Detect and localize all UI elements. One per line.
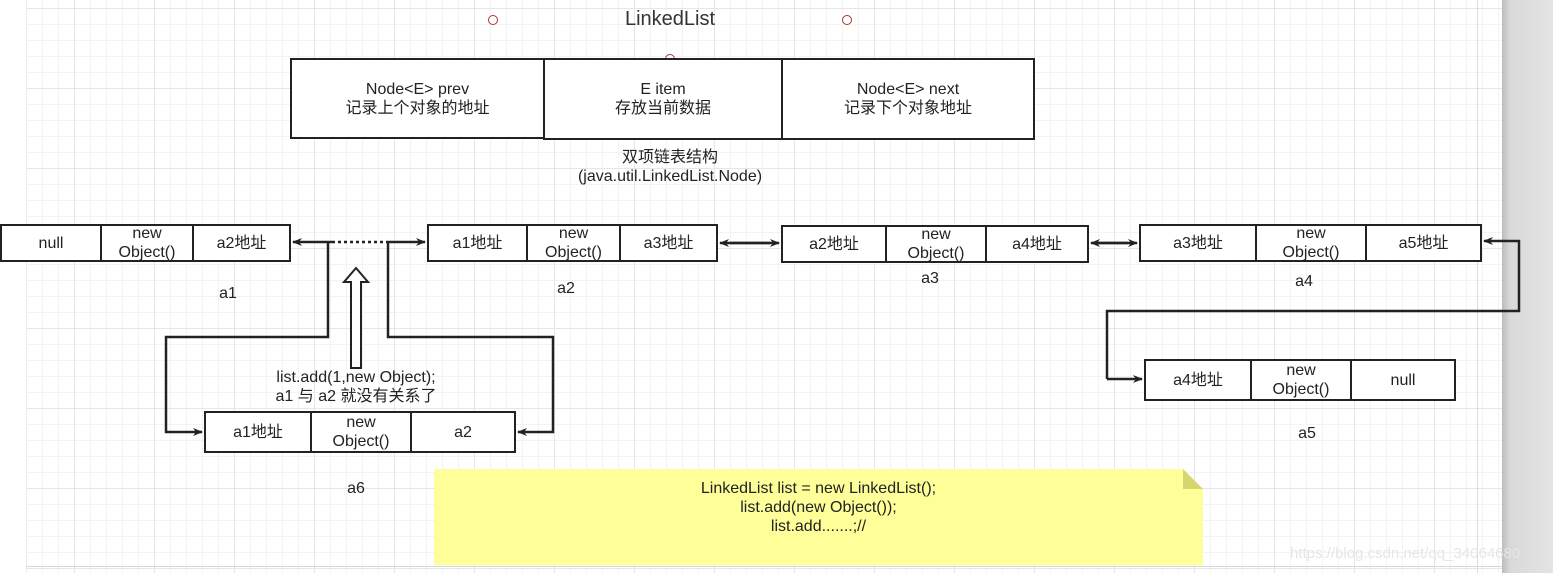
a4-label: a4 xyxy=(1295,273,1313,290)
a4-prev-cell[interactable]: a3地址 xyxy=(1139,224,1255,262)
watermark: https://blog.csdn.net/qq_34064680 xyxy=(1290,545,1521,562)
arrow-a1-to-a6[interactable] xyxy=(164,242,330,436)
node-prev-field[interactable]: Node<E> prev 记录上个对象的地址 xyxy=(290,58,543,139)
a1-prev-cell[interactable]: null xyxy=(0,224,100,262)
a6-next-cell[interactable]: a2 xyxy=(410,411,516,453)
a5-next-cell[interactable]: null xyxy=(1350,359,1456,401)
diagram-title[interactable]: LinkedList xyxy=(624,8,716,30)
page-edge xyxy=(1477,0,1478,573)
a2-next-cell[interactable]: a3地址 xyxy=(619,224,718,262)
a3-label: a3 xyxy=(921,270,939,287)
code-line: list.add.......;// xyxy=(770,518,867,535)
a2-item-cell[interactable]: new Object() xyxy=(526,224,619,262)
scroll-rail[interactable] xyxy=(1502,0,1553,573)
a1-next-cell[interactable]: a2地址 xyxy=(192,224,291,262)
a6-item-cell[interactable]: new Object() xyxy=(310,411,410,453)
insert-note[interactable]: list.add(1,new Object); a1 与 a2 就没有关系了 xyxy=(275,369,437,405)
a6-prev-cell[interactable]: a1地址 xyxy=(204,411,310,453)
canvas-left-margin xyxy=(0,0,27,573)
selection-handle[interactable] xyxy=(842,15,852,25)
code-line: LinkedList list = new LinkedList(); xyxy=(700,480,937,497)
page-bottom-edge xyxy=(26,566,1502,567)
a1-label: a1 xyxy=(219,285,237,302)
node-next-field[interactable]: Node<E> next 记录下个对象地址 xyxy=(781,58,1035,140)
a5-label: a5 xyxy=(1298,425,1316,442)
a3-prev-cell[interactable]: a2地址 xyxy=(781,225,885,263)
a2-label: a2 xyxy=(557,280,575,297)
a5-prev-cell[interactable]: a4地址 xyxy=(1144,359,1250,401)
a4-next-cell[interactable]: a5地址 xyxy=(1365,224,1482,262)
selection-handle[interactable] xyxy=(488,15,498,25)
a4-item-cell[interactable]: new Object() xyxy=(1255,224,1365,262)
arrow-a5-to-a4[interactable] xyxy=(1105,237,1521,379)
a5-item-cell[interactable]: new Object() xyxy=(1250,359,1350,401)
code-note[interactable]: LinkedList list = new LinkedList(); list… xyxy=(434,469,1203,565)
a2-prev-cell[interactable]: a1地址 xyxy=(427,224,526,262)
code-line: list.add(new Object()); xyxy=(740,499,897,516)
node-item-field[interactable]: E item 存放当前数据 xyxy=(543,58,781,140)
a3-item-cell[interactable]: new Object() xyxy=(885,225,985,263)
a6-label: a6 xyxy=(347,480,365,497)
arrow-a2-to-a6[interactable] xyxy=(386,242,555,436)
node-structure-caption: 双项链表结构 (java.util.LinkedList.Node) xyxy=(577,149,763,185)
a1-item-cell[interactable]: new Object() xyxy=(100,224,192,262)
insert-up-arrow[interactable] xyxy=(341,266,371,369)
a3-next-cell[interactable]: a4地址 xyxy=(985,225,1089,263)
